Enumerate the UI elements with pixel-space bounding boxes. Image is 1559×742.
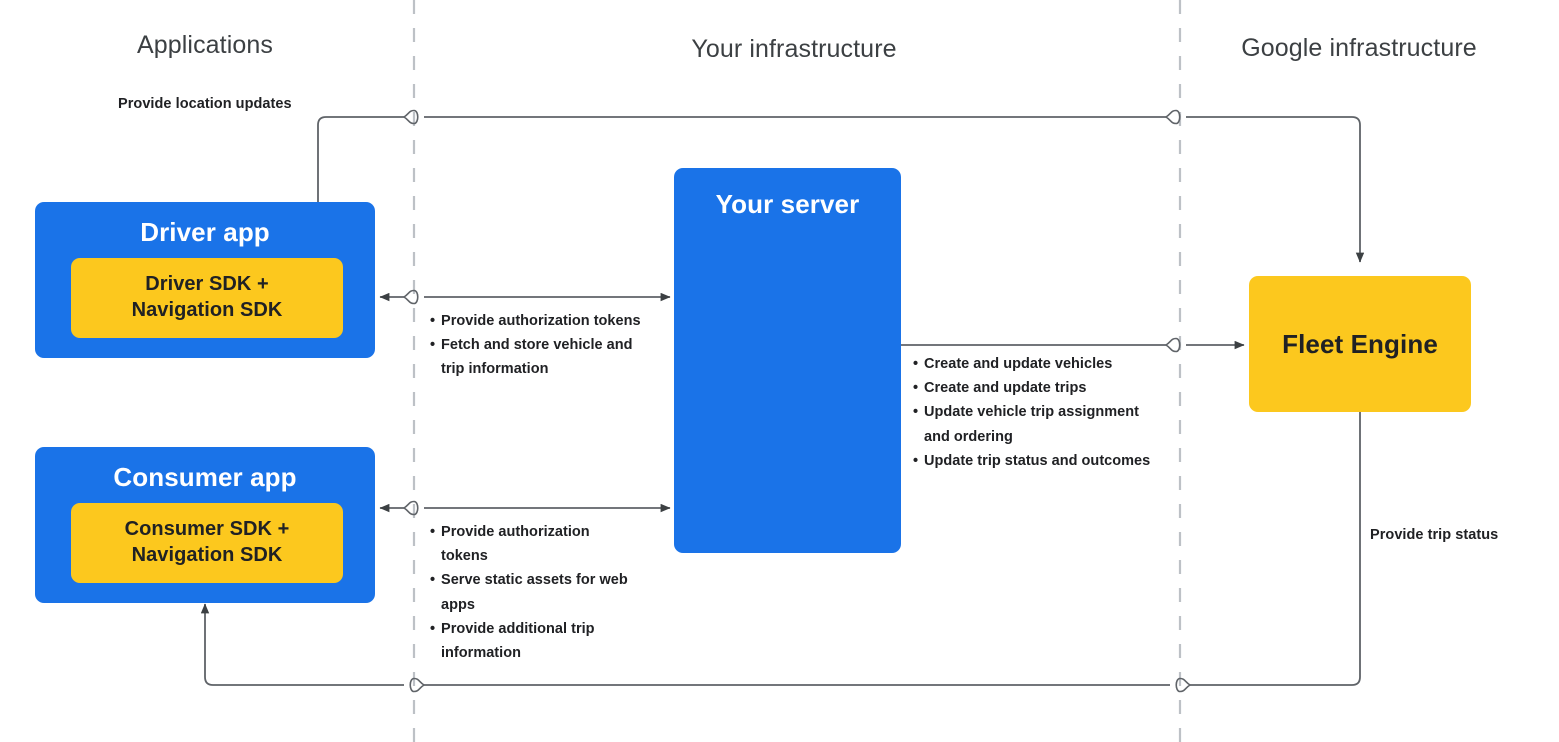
bullet-item: Provide authorization tokens [430,309,658,333]
driver-app-title: Driver app [140,217,270,247]
node-your-server[interactable]: Your server [674,168,901,553]
bullet-item: Fetch and store vehicle and trip informa… [430,333,658,381]
bullet-item: Provide authorization tokens [430,520,635,568]
node-driver-app[interactable]: Driver app Driver SDK +Navigation SDK [35,202,375,358]
edge-trip-status [200,412,1361,693]
bullet-item: Update trip status and outcomes [913,449,1161,473]
edge-label-trip-status: Provide trip status [1370,527,1499,543]
node-consumer-app[interactable]: Consumer app Consumer SDK +Navigation SD… [35,447,375,603]
edge-server-fleet-engine [901,337,1245,353]
bullets-driver-to-server: Provide authorization tokens Fetch and s… [430,309,658,382]
node-consumer-sdk[interactable]: Consumer SDK +Navigation SDK [71,503,343,583]
consumer-app-title: Consumer app [113,462,297,492]
bullets-consumer-to-server: Provide authorization tokens Serve stati… [430,520,635,665]
bullet-item: Serve static assets for web apps [430,568,635,616]
column-header-google-infrastructure: Google infrastructure [1241,34,1477,62]
column-header-applications: Applications [136,31,274,59]
bullet-item: Create and update vehicles [913,352,1161,376]
edge-driver-server [379,289,671,305]
bullet-item: Create and update trips [913,376,1161,400]
your-server-title: Your server [715,189,860,219]
bullets-server-to-fleet-engine: Create and update vehicles Create and up… [913,352,1161,473]
column-header-your-infrastructure: Your infrastructure [691,35,897,63]
bullet-item: Update vehicle trip assignment and order… [913,400,1161,448]
node-fleet-engine[interactable]: Fleet Engine [1249,276,1471,412]
edge-location-updates [317,109,1365,263]
bullet-item: Provide additional trip information [430,617,635,665]
node-driver-sdk[interactable]: Driver SDK +Navigation SDK [71,258,343,338]
edge-consumer-server [379,500,671,516]
edge-label-location-updates: Provide location updates [118,96,292,112]
